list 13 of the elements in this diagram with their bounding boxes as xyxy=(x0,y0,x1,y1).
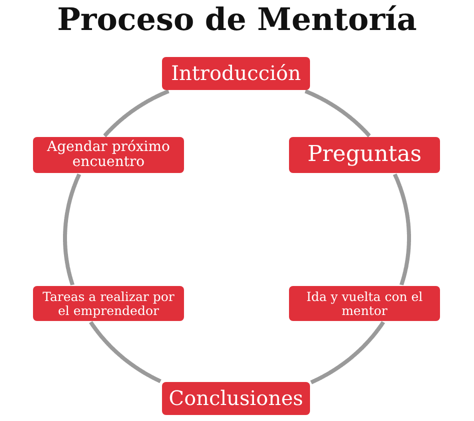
connector-arc xyxy=(310,320,385,384)
connector-arc xyxy=(103,89,170,138)
step-box: Conclusiones xyxy=(162,382,310,415)
connector-arc xyxy=(392,172,411,286)
connector-arc xyxy=(304,89,371,138)
step-box: Ida y vuelta con el mentor xyxy=(289,286,440,321)
step-box: Agendar próximo encuentro xyxy=(33,137,184,173)
diagram-title: Proceso de Mentoría xyxy=(56,1,418,40)
connector-arc xyxy=(63,172,82,286)
step-box: Preguntas xyxy=(289,137,440,173)
connector-arc xyxy=(89,320,162,384)
step-box: Tareas a realizar por el emprendedor xyxy=(33,286,184,321)
step-box: Introducción xyxy=(162,57,310,90)
